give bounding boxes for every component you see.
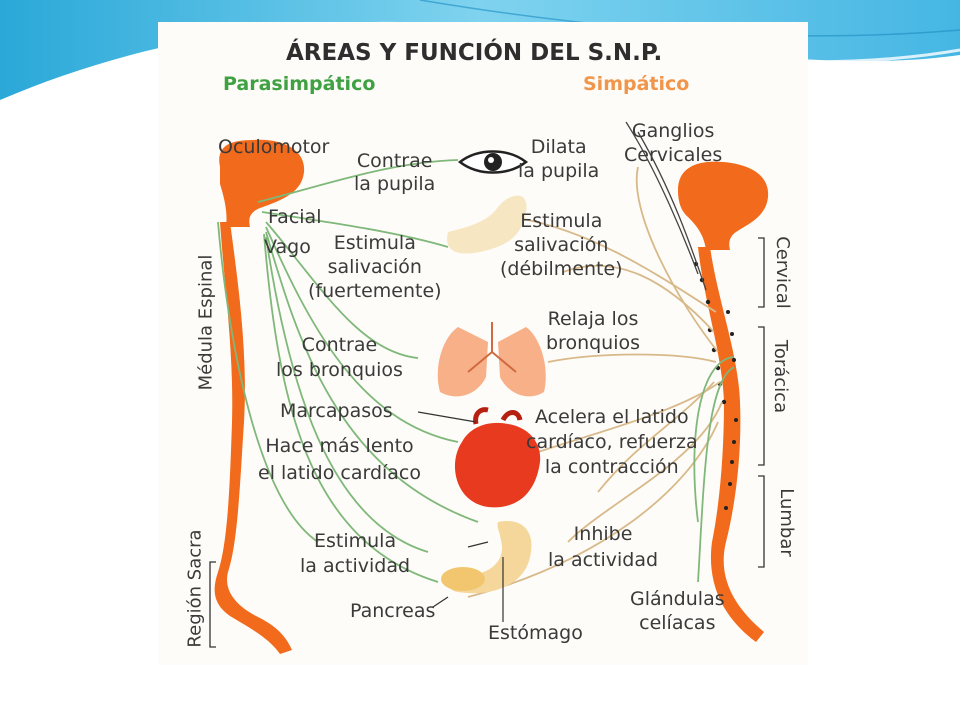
label-facial: Facial [268, 206, 322, 228]
diagram-drawing [209, 121, 769, 654]
right-brain [678, 161, 769, 250]
label-toracica: Torácica [770, 339, 792, 414]
right-brain-spine [678, 161, 769, 642]
snp-diagram: ÁREAS Y FUNCIÓN DEL S.N.P. Parasimpático… [158, 22, 808, 665]
label-estomago: Estómago [488, 622, 583, 644]
label-lumbar: Lumbar [775, 488, 797, 557]
label-pancreas: Pancreas [350, 600, 436, 622]
label-marcapasos: Marcapasos [280, 400, 393, 422]
diagram-title: ÁREAS Y FUNCIÓN DEL S.N.P. [286, 40, 663, 66]
leader-lines [417, 411, 504, 622]
right-spinal-cord [698, 247, 764, 642]
legend-sympathetic: Simpático [583, 73, 690, 95]
eye [457, 150, 529, 174]
region-brackets [209, 237, 765, 648]
lungs [437, 322, 546, 397]
sympathetic-fibers [467, 121, 723, 598]
label-cervical: Cervical [771, 236, 793, 309]
left-brain-spine [214, 139, 305, 654]
legend-parasympathetic: Parasimpático [223, 73, 376, 95]
label-region-sacra: Región Sacra [184, 529, 206, 648]
salivary-gland [447, 195, 527, 254]
label-vago: Vago [264, 236, 311, 258]
label-oculomotor: Oculomotor [218, 136, 330, 158]
stomach-pancreas [441, 521, 532, 594]
label-medula-espinal: Médula Espinal [195, 254, 217, 391]
left-brain [219, 139, 305, 227]
parasympathetic-fibers [217, 159, 735, 583]
left-spinal-cord [214, 222, 292, 654]
